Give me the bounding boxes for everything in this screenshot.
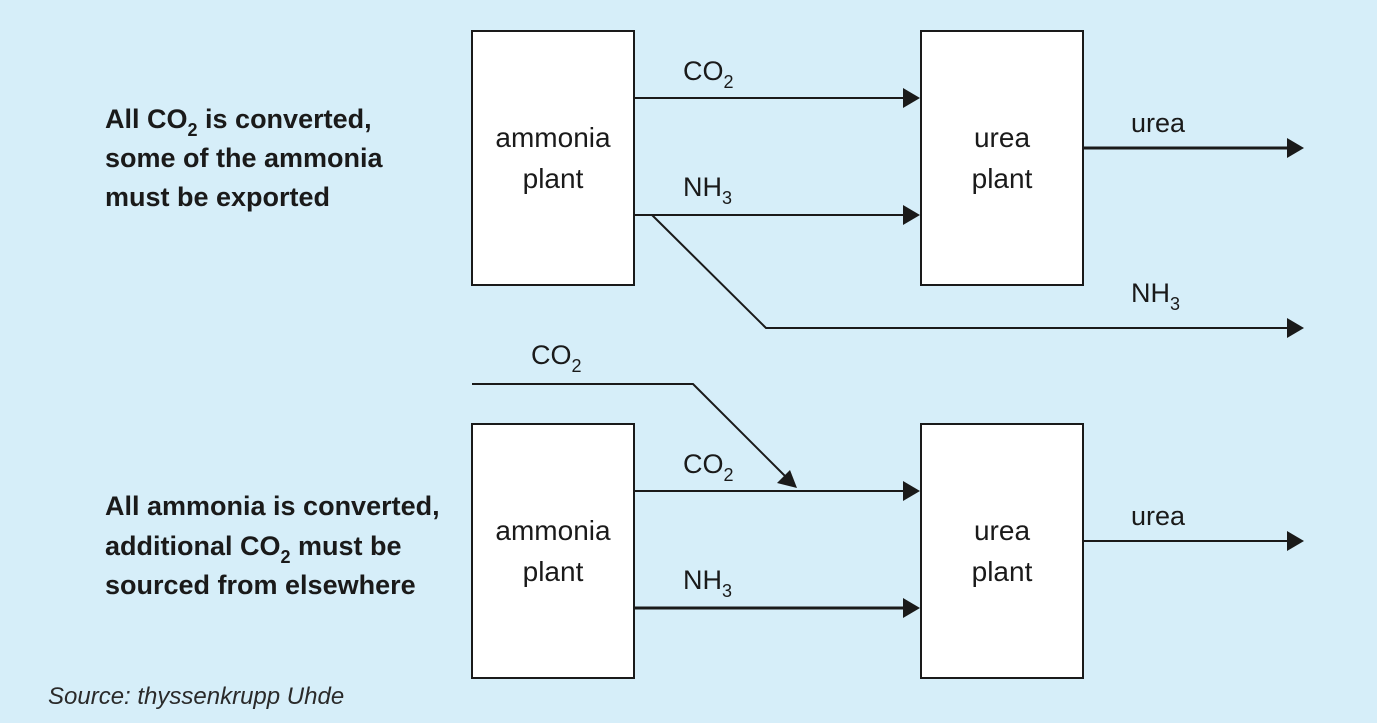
ammonia-plant-box-bottom: ammonia plant [471,423,635,679]
ammonia-plant-box-top: ammonia plant [471,30,635,286]
urea-plant-label-line1: urea [974,122,1030,153]
co2-import-label: CO2 [531,340,582,376]
arrowhead-icon [903,205,920,225]
urea-plant-box-top: urea plant [920,30,1084,286]
nh3-stream-bottom: NH3 [634,565,920,618]
scenario-top-caption-line2: some of the ammonia [105,143,384,173]
nh3-stream-top: NH3 [634,172,920,225]
nh3-export-top: NH3 [651,214,1304,338]
nh3-stream-label: NH3 [683,565,732,601]
co2-stream-label: CO2 [683,449,734,485]
urea-output-label: urea [1131,108,1186,138]
nh3-stream-label: NH3 [683,172,732,208]
co2-stream-top: CO2 [634,56,920,108]
ammonia-plant-label-line2: plant [523,163,584,194]
urea-plant-label-line2: plant [972,556,1033,587]
ammonia-plant-label-line1: ammonia [495,515,611,546]
arrowhead-icon [903,598,920,618]
urea-output-label: urea [1131,501,1186,531]
source-credit: Source: thyssenkrupp Uhde [48,683,344,710]
co2-stream-bottom: CO2 [634,449,920,501]
scenario-top-caption-line1: All CO2 is converted, [105,104,372,140]
urea-output-top: urea [1083,108,1304,158]
arrowhead-icon [903,88,920,108]
arrowhead-icon [903,481,920,501]
arrowhead-icon [777,470,797,488]
scenario-bottom: All ammonia is converted, additional CO2… [105,340,1304,679]
scenario-top: All CO2 is converted, some of the ammoni… [105,30,1304,338]
urea-output-bottom: urea [1083,501,1304,551]
arrowhead-icon [1287,318,1304,338]
urea-plant-box-bottom: urea plant [920,423,1084,679]
urea-plant-label-line2: plant [972,163,1033,194]
ammonia-plant-label-line2: plant [523,556,584,587]
ammonia-plant-label-line1: ammonia [495,122,611,153]
nh3-export-label: NH3 [1131,278,1180,314]
arrowhead-icon [1287,138,1304,158]
co2-stream-label: CO2 [683,56,734,92]
scenario-top-caption-line3: must be exported [105,182,330,212]
scenario-bottom-caption-line1: All ammonia is converted, [105,491,440,521]
urea-plant-label-line1: urea [974,515,1030,546]
scenario-bottom-caption-line3: sourced from elsewhere [105,570,416,600]
arrowhead-icon [1287,531,1304,551]
co2-import-bottom: CO2 [472,340,797,488]
scenario-bottom-caption-line2: additional CO2 must be [105,531,402,567]
